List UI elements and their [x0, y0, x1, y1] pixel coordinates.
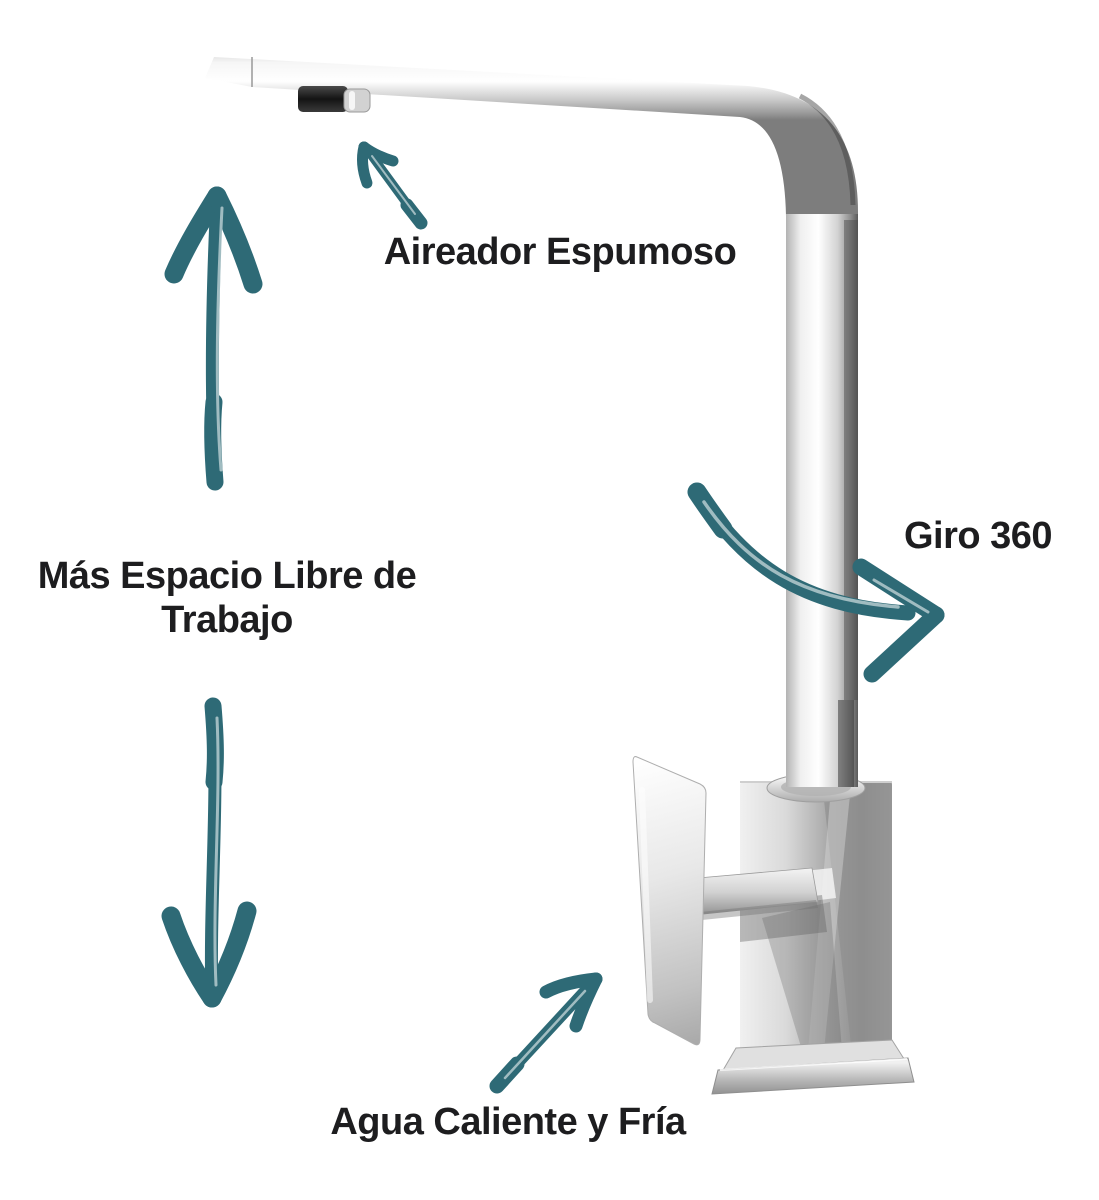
- handle-arrow-icon: [489, 972, 603, 1094]
- faucet-base: [711, 1039, 915, 1095]
- aerator-arrow-icon: [357, 141, 428, 230]
- rotation-label: Giro 360: [903, 515, 1053, 557]
- body-right-shade: [822, 782, 892, 1054]
- workspace-label-line2: Trabajo: [161, 599, 293, 642]
- pipe-fill: [786, 214, 858, 788]
- handle-lever-shadow: [700, 900, 818, 920]
- body-under-lever-shadow: [762, 902, 842, 1050]
- water-label: Agua Caliente y Fría: [330, 1101, 686, 1143]
- pipe-bend-shadow: [798, 93, 856, 206]
- faucet: [205, 57, 915, 1095]
- pipe-through-collar-shadow: [838, 700, 854, 787]
- body-diagonal-highlight: [808, 795, 850, 1050]
- faucet-aerator: [298, 86, 371, 113]
- aerator-ring: [343, 88, 371, 113]
- handle-paddle-streak: [639, 787, 653, 1003]
- up-arrow-icon: [164, 186, 263, 491]
- rotation-arrow-icon: [687, 482, 945, 683]
- base-groove: [719, 1058, 908, 1071]
- down-arrow-icon: [161, 697, 257, 1008]
- faucet-spout: [205, 57, 858, 788]
- spout-pipe-shape: [205, 57, 858, 788]
- aerator-label: Aireador Espumoso: [383, 231, 737, 273]
- faucet-body: [740, 700, 892, 1054]
- aerator-dark: [298, 86, 348, 112]
- faucet-handle: [632, 756, 819, 1046]
- workspace-label: Más Espacio Libre de Trabajo: [25, 554, 429, 642]
- aerator-ring-highlight: [349, 91, 355, 110]
- pipe-right-shadow: [844, 220, 858, 780]
- workspace-label-line1: Más Espacio Libre de: [37, 555, 417, 597]
